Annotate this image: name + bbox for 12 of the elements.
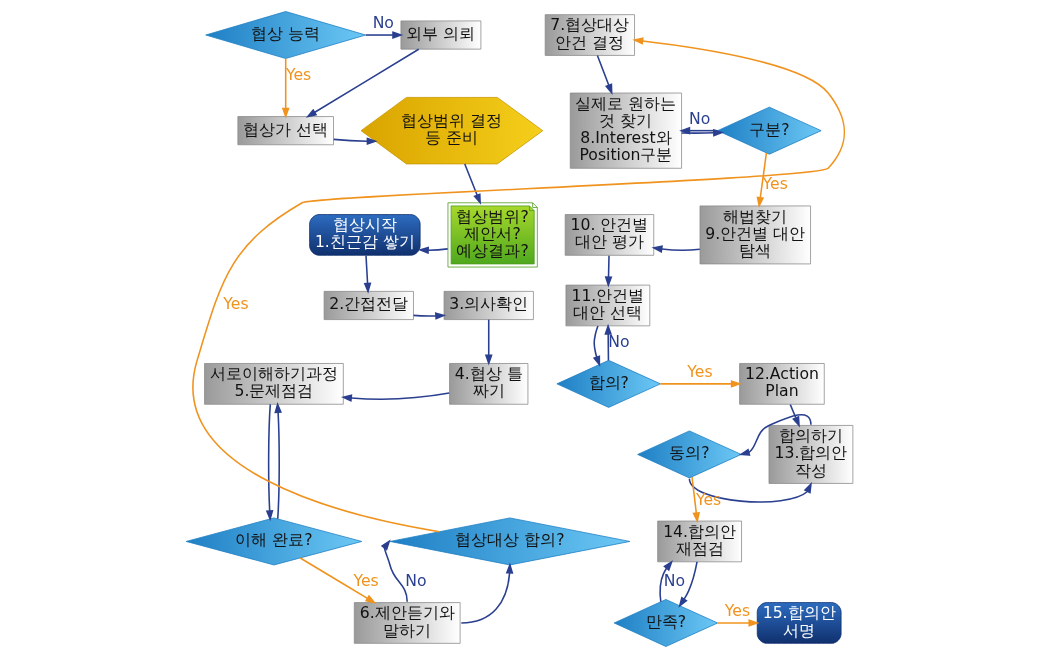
edge-label: No (663, 571, 686, 591)
edge-label: Yes (695, 489, 722, 509)
edge-label: Yes (724, 600, 751, 620)
edge-label: Yes (223, 294, 249, 314)
edge-label: Yes (762, 174, 788, 194)
edge-label: No (688, 108, 711, 128)
edge-label: Yes (285, 64, 312, 84)
edge-label: Yes (687, 361, 713, 381)
edge-label: No (608, 332, 630, 352)
edge-label: Yes (353, 571, 379, 591)
edge-label: No (405, 571, 427, 591)
edge-label: No (372, 12, 394, 32)
